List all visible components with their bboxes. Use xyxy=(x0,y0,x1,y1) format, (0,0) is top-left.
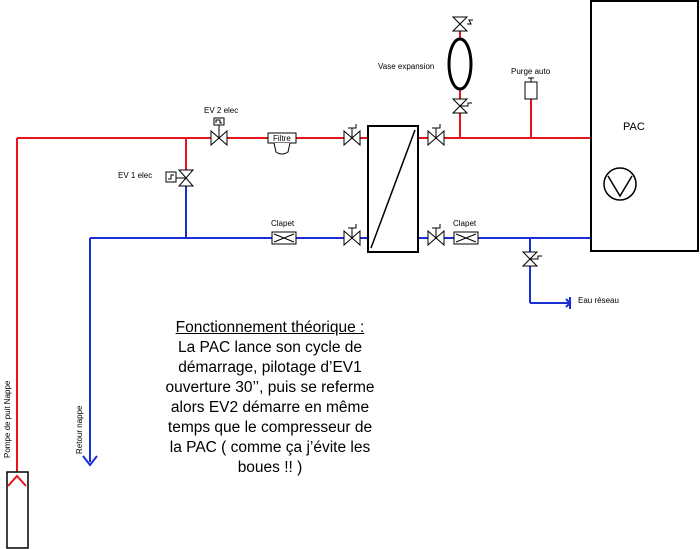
pac-label: PAC xyxy=(623,121,645,133)
return-arrow-icon xyxy=(82,455,98,467)
clapet-left-label: Clapet xyxy=(271,219,295,228)
air-purge-icon xyxy=(524,77,538,100)
ev2-label: EV 2 elec xyxy=(204,106,238,115)
heat-exchanger xyxy=(367,125,419,253)
vase-valve-icon xyxy=(451,98,472,114)
check-valve-left-icon xyxy=(271,231,297,245)
description-line: temps que le compresseur de xyxy=(167,419,373,436)
valve-hx-top-right-icon xyxy=(427,124,445,147)
description-title: Fonctionnement théorique : xyxy=(175,319,365,336)
description-line: alors EV2 démarre en même xyxy=(170,399,370,416)
pump-arrow-icon xyxy=(7,474,27,487)
ev1-valve-icon xyxy=(165,169,195,187)
description-line: boues !! ) xyxy=(237,459,303,476)
eau-reseau-label: Eau réseau xyxy=(578,296,619,305)
description-line: la PAC ( comme ça j’évite les xyxy=(169,439,371,456)
filter-label: Filtre xyxy=(273,134,291,143)
ev2-valve-icon xyxy=(210,117,228,147)
clapet-right-label: Clapet xyxy=(453,219,477,228)
expansion-vessel-icon xyxy=(447,37,473,91)
circulator-pump-icon xyxy=(603,167,637,201)
valve-hx-bottom-right-icon xyxy=(427,224,445,247)
description-line: démarrage, pilotage d’EV1 xyxy=(178,359,362,376)
retour-label: Retour nappe xyxy=(75,405,84,454)
well-pump-box xyxy=(6,471,29,549)
description-line: La PAC lance son cycle de xyxy=(177,339,363,356)
ev1-label: EV 1 elec xyxy=(118,171,152,180)
supply-pipes xyxy=(7,30,621,489)
valve-hx-top-left-icon xyxy=(343,124,361,147)
check-valve-right-icon xyxy=(453,231,479,245)
pac-unit xyxy=(590,0,699,252)
purge-label: Purge auto xyxy=(511,67,551,76)
filter-icon xyxy=(267,132,297,155)
pompe-label: Pompe de puit Nappe xyxy=(3,380,12,458)
valve-hx-bottom-left-icon xyxy=(343,224,361,247)
vase-label: Vase expansion xyxy=(378,62,434,71)
description-block: Fonctionnement théorique : La PAC lance … xyxy=(140,318,400,478)
eau-reseau-valve-icon xyxy=(521,251,542,267)
description-line: ouverture 30’’, puis se referme xyxy=(165,379,375,396)
safety-valve-icon xyxy=(451,16,473,32)
